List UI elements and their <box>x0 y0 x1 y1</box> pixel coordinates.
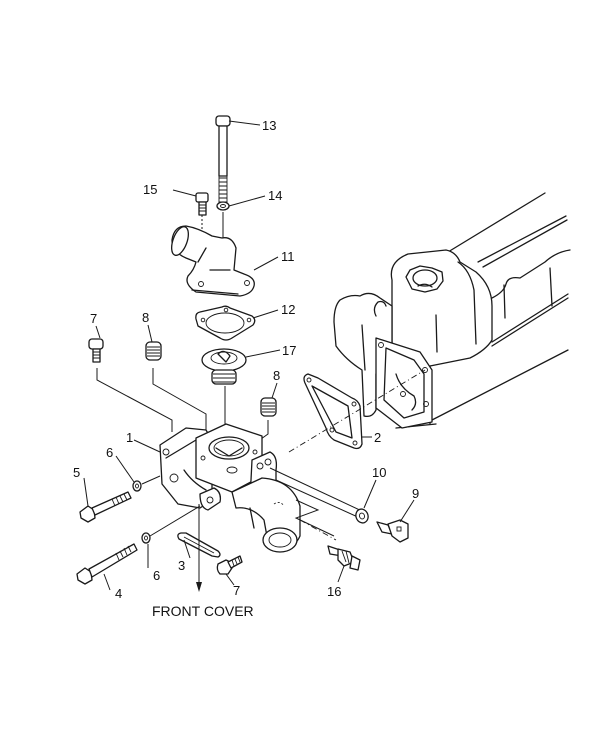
oil-filler-cap-icon <box>405 265 444 293</box>
callout-12: 12 <box>281 302 295 317</box>
water-outlet-11 <box>171 225 255 297</box>
gasket-2 <box>303 373 363 450</box>
cylinder-head <box>333 192 571 429</box>
callout-10: 10 <box>372 465 386 480</box>
callout-7-upper: 7 <box>90 311 97 326</box>
gasket-12 <box>195 305 256 341</box>
callout-1: 1 <box>126 430 133 445</box>
sensor-16 <box>327 545 361 571</box>
callout-7-lower: 7 <box>233 583 240 598</box>
callout-8-right: 8 <box>273 368 280 383</box>
callout-16: 16 <box>327 584 341 599</box>
callout-4: 4 <box>115 586 122 601</box>
callout-15: 15 <box>143 182 157 197</box>
sender-9 <box>376 519 409 543</box>
callout-6-lower: 6 <box>153 568 160 583</box>
plug-7-upper <box>88 338 104 363</box>
callout-6-upper: 6 <box>106 445 113 460</box>
callout-13: 13 <box>262 118 276 133</box>
washer-6-upper <box>132 480 142 492</box>
plug-8-right <box>260 397 277 417</box>
bolt-13 <box>215 115 231 210</box>
callout-11: 11 <box>281 249 295 264</box>
callout-8-left: 8 <box>142 310 149 325</box>
callout-14: 14 <box>268 188 282 203</box>
front-cover-caption: FRONT COVER <box>152 603 254 619</box>
washer-14 <box>216 201 230 211</box>
callout-5: 5 <box>73 465 80 480</box>
callout-17: 17 <box>282 343 296 358</box>
plug-7-lower <box>216 555 243 575</box>
callout-2: 2 <box>374 430 381 445</box>
plug-15 <box>195 192 209 216</box>
washer-6-lower <box>141 532 151 544</box>
alignment-line <box>288 369 426 453</box>
callout-9: 9 <box>412 486 419 501</box>
plug-8-left <box>145 341 162 361</box>
bolt-4 <box>76 543 138 585</box>
thermostat-17 <box>201 348 247 385</box>
thermostat-housing-1 <box>159 423 301 553</box>
washer-10 <box>355 508 369 524</box>
callout-3: 3 <box>178 558 185 573</box>
bolt-5 <box>79 491 132 523</box>
